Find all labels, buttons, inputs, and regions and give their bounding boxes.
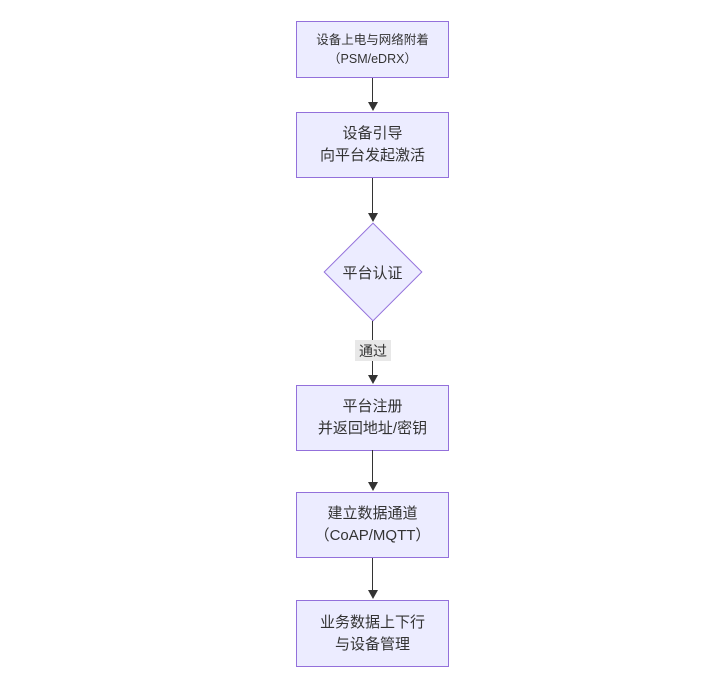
node-label: 设备上电与网络附着 bbox=[316, 32, 429, 47]
arrowhead-icon bbox=[367, 482, 378, 491]
node-label: 并返回地址/密钥 bbox=[317, 420, 428, 437]
edge-line bbox=[372, 450, 373, 482]
node-label: （CoAP/MQTT） bbox=[314, 527, 431, 544]
arrowhead-icon bbox=[367, 102, 378, 111]
node-label: 与设备管理 bbox=[334, 635, 410, 653]
edge-line bbox=[372, 78, 373, 102]
node-label: 设备引导 bbox=[342, 125, 403, 142]
edge-line bbox=[372, 178, 373, 213]
arrow-register-to-channel bbox=[367, 450, 378, 491]
node-power-attach: 设备上电与网络附着 （PSM/eDRX） bbox=[296, 21, 449, 78]
arrowhead-icon bbox=[367, 375, 378, 384]
node-label: 平台认证 bbox=[342, 264, 403, 282]
node-platform-auth: 平台认证 bbox=[323, 222, 423, 322]
arrow-channel-to-business bbox=[367, 558, 378, 599]
node-label: 平台注册 bbox=[342, 398, 403, 415]
node-data-channel: 建立数据通道 （CoAP/MQTT） bbox=[296, 492, 449, 558]
arrow-power-to-bootstrap bbox=[367, 78, 378, 111]
arrowhead-icon bbox=[367, 213, 378, 222]
arrowhead-icon bbox=[367, 590, 378, 599]
arrow-bootstrap-to-auth bbox=[367, 178, 378, 222]
node-platform-register: 平台注册 并返回地址/密钥 bbox=[296, 385, 449, 451]
node-label: （PSM/eDRX） bbox=[328, 51, 417, 66]
node-device-bootstrap: 设备引导 向平台发起激活 bbox=[296, 112, 449, 178]
edge-line bbox=[372, 558, 373, 590]
node-label: 业务数据上下行 bbox=[319, 613, 425, 631]
edge-label-pass: 通过 bbox=[355, 340, 391, 361]
node-label: 建立数据通道 bbox=[327, 505, 418, 522]
node-label: 向平台发起激活 bbox=[319, 147, 425, 164]
node-business-data: 业务数据上下行 与设备管理 bbox=[296, 600, 449, 667]
